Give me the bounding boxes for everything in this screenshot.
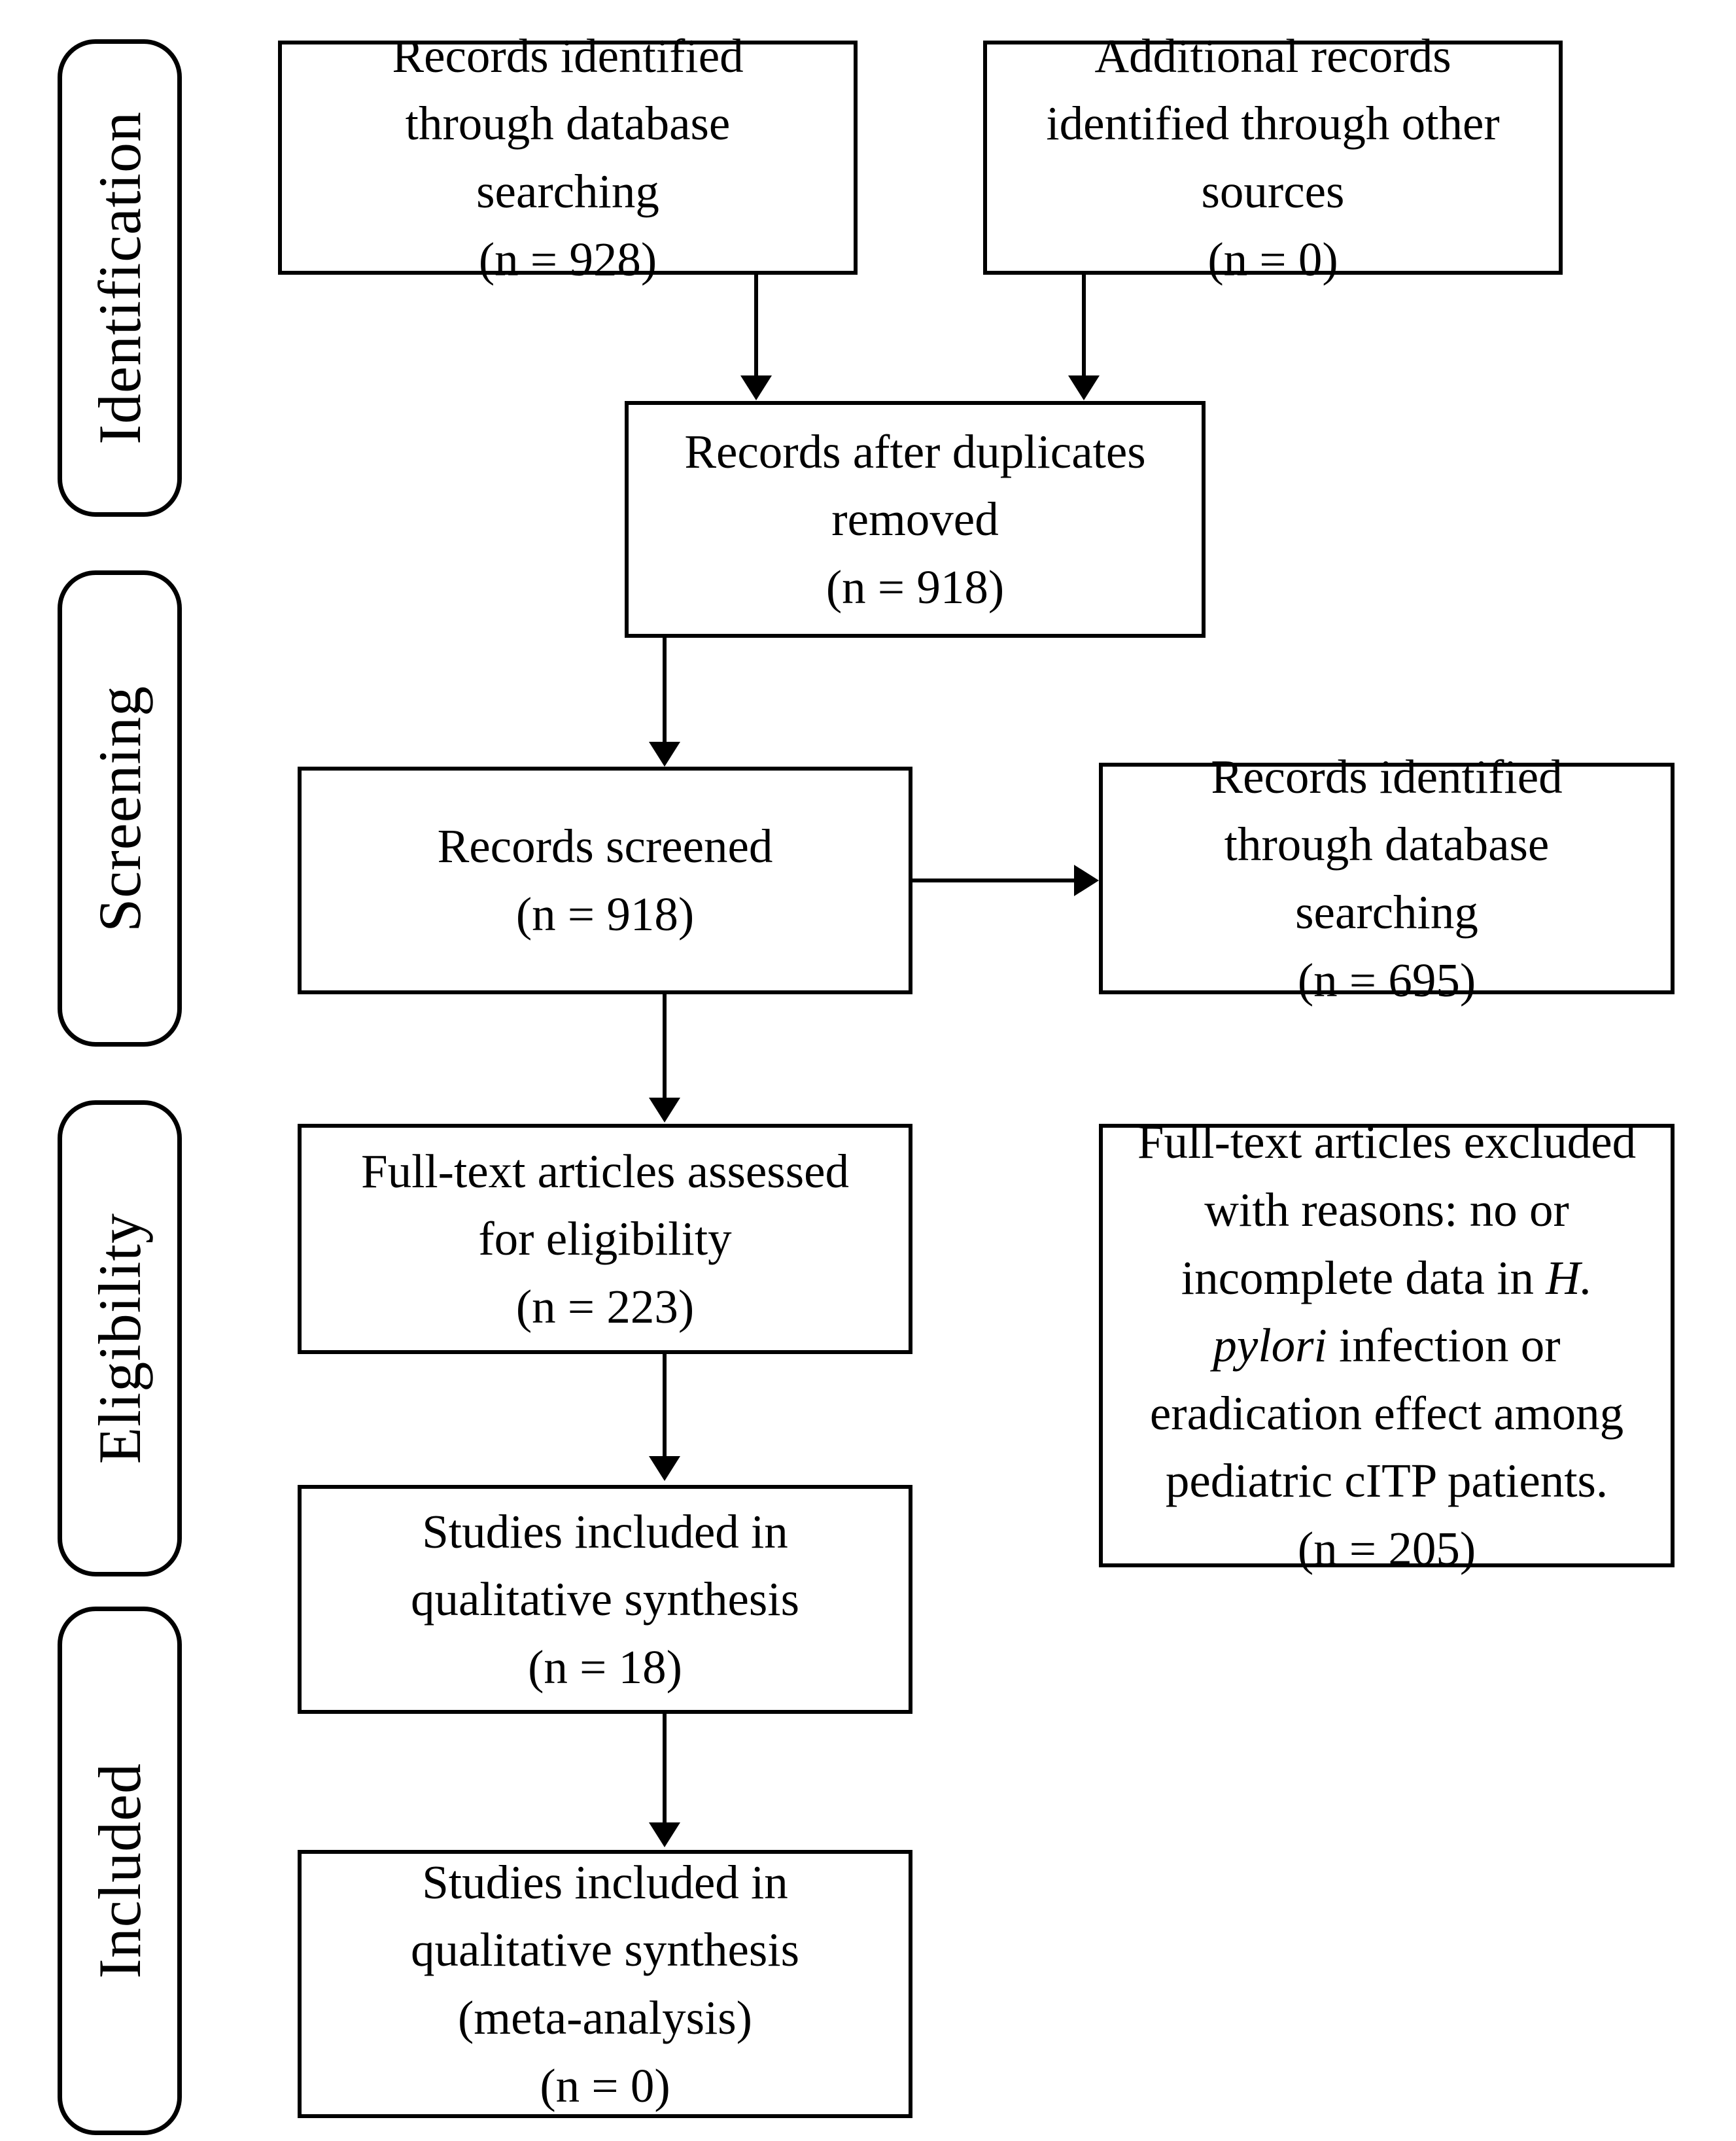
excluded-line-7: (n = 205) xyxy=(1297,1522,1476,1576)
box-fulltext-excluded: Full-text articles excluded with reasons:… xyxy=(1099,1115,1675,1575)
box-records-identified-database-text: Records identified through database sear… xyxy=(392,29,744,286)
arrowhead-other-to-duplicates xyxy=(1068,375,1100,400)
excluded-line-6: pediatric cITP patients. xyxy=(1165,1454,1608,1508)
arrowhead-fulltext-to-qualitative xyxy=(649,1456,680,1481)
stage-label-included: Included xyxy=(86,1763,153,1979)
stage-label-screening: Screening xyxy=(86,685,153,932)
arrowhead-qualitative-to-meta xyxy=(649,1822,680,1847)
stage-label-identification: Identification xyxy=(86,111,153,445)
box-additional-records-other-sources-text: Additional records identified through ot… xyxy=(1046,29,1500,286)
box-records-screened-text: Records screened (n = 918) xyxy=(437,820,773,941)
excluded-species: pylori xyxy=(1213,1319,1327,1372)
arrowhead-screened-to-fulltext xyxy=(649,1098,680,1123)
connector-db-to-duplicates xyxy=(754,275,758,378)
box-fulltext-assessed: Full-text articles assessed for eligibil… xyxy=(298,1124,912,1354)
box-records-after-duplicates: Records after duplicates removed (n = 91… xyxy=(625,401,1206,638)
arrowhead-duplicates-to-screened xyxy=(649,742,680,767)
excluded-genus-abbrev: H. xyxy=(1546,1251,1593,1304)
excluded-line-3-prefix: incomplete data in xyxy=(1181,1251,1546,1304)
connector-screened-to-fulltext xyxy=(663,994,667,1100)
box-fulltext-excluded-text: Full-text articles excluded with reasons:… xyxy=(1137,1108,1636,1583)
box-additional-records-other-sources: Additional records identified through ot… xyxy=(983,29,1563,286)
stage-label-eligibility: Eligibility xyxy=(86,1212,153,1465)
box-records-excluded-screening: Records identified through database sear… xyxy=(1099,750,1675,1007)
box-records-screened: Records screened (n = 918) xyxy=(298,767,912,994)
excluded-line-5: eradication effect among xyxy=(1149,1386,1624,1440)
box-qualitative-synthesis: Studies included in qualitative synthesi… xyxy=(298,1485,912,1714)
box-meta-analysis: Studies included in qualitative synthesi… xyxy=(298,1850,912,2118)
box-records-excluded-screening-text: Records identified through database sear… xyxy=(1211,750,1563,1007)
stage-pill-eligibility: Eligibility xyxy=(58,1100,182,1576)
excluded-line-2: with reasons: no or xyxy=(1204,1183,1569,1236)
connector-duplicates-to-screened xyxy=(663,638,667,744)
box-meta-analysis-text: Studies included in qualitative synthesi… xyxy=(410,1855,800,2112)
connector-other-to-duplicates xyxy=(1082,275,1086,378)
stage-pill-identification: Identification xyxy=(58,39,182,517)
excluded-line-1: Full-text articles excluded xyxy=(1137,1115,1637,1169)
arrowhead-db-to-duplicates xyxy=(740,375,772,400)
connector-fulltext-to-qualitative xyxy=(663,1354,667,1459)
box-records-identified-database: Records identified through database sear… xyxy=(278,29,858,286)
stage-pill-included: Included xyxy=(58,1607,182,2135)
connector-screened-to-excluded xyxy=(912,879,1076,882)
stage-pill-screening: Screening xyxy=(58,570,182,1047)
box-qualitative-synthesis-text: Studies included in qualitative synthesi… xyxy=(410,1505,800,1694)
connector-qualitative-to-meta xyxy=(663,1714,667,1825)
box-records-after-duplicates-text: Records after duplicates removed (n = 91… xyxy=(684,425,1146,614)
box-fulltext-assessed-text: Full-text articles assessed for eligibil… xyxy=(360,1144,850,1333)
excluded-line-4-suffix: infection or xyxy=(1327,1319,1561,1372)
arrowhead-screened-to-excluded xyxy=(1074,865,1099,896)
